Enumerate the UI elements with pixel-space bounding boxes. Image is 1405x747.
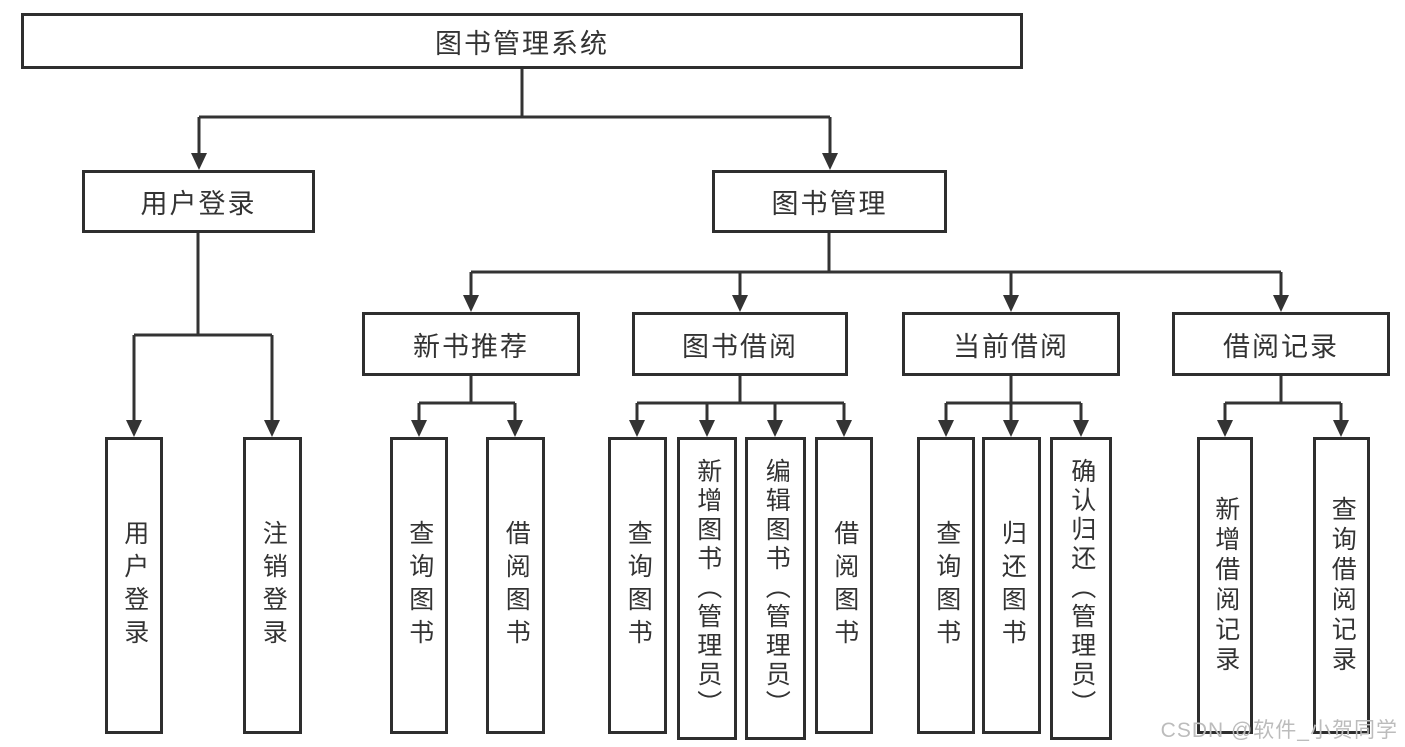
leaf-borrow-book-1: 借阅图书 [486, 437, 545, 734]
leaf-label: 编辑图书（管理员） [762, 458, 791, 719]
csdn-watermark: CSDN @软件_小贺同学 [1160, 719, 1398, 742]
leaf-add-book-admin: 新增图书（管理员） [677, 437, 737, 740]
node-book-borrow: 图书借阅 [632, 312, 848, 376]
leaf-confirm-return-admin: 确认归还（管理员） [1050, 437, 1112, 740]
leaf-add-borrow-record: 新增借阅记录 [1197, 437, 1253, 734]
leaf-label: 新增图书（管理员） [693, 458, 722, 719]
node-root: 图书管理系统 [21, 13, 1023, 69]
leaf-query-book-2: 查询图书 [608, 437, 667, 734]
leaf-query-borrow-record: 查询借阅记录 [1313, 437, 1370, 734]
leaf-edit-book-admin: 编辑图书（管理员） [745, 437, 806, 740]
leaf-return-book: 归还图书 [982, 437, 1041, 734]
leaf-label: 借阅图书 [830, 519, 859, 652]
node-borrow-records: 借阅记录 [1172, 312, 1390, 376]
leaf-label: 借阅图书 [502, 519, 531, 652]
leaf-label: 用户登录 [120, 519, 149, 652]
leaf-query-book-3: 查询图书 [917, 437, 975, 734]
leaf-label: 查询图书 [405, 519, 434, 652]
leaf-logout: 注销登录 [243, 437, 302, 734]
node-current-borrow: 当前借阅 [902, 312, 1120, 376]
leaf-label: 查询图书 [932, 519, 961, 652]
leaf-user-login: 用户登录 [105, 437, 163, 734]
leaf-label: 归还图书 [998, 519, 1027, 652]
leaf-label: 注销登录 [259, 519, 288, 652]
leaf-label: 查询图书 [624, 519, 653, 652]
node-new-book-recommend: 新书推荐 [362, 312, 580, 376]
leaf-label: 新增借阅记录 [1211, 495, 1240, 676]
node-user-login: 用户登录 [82, 170, 315, 233]
leaf-label: 确认归还（管理员） [1067, 458, 1096, 719]
leaf-query-book-1: 查询图书 [390, 437, 448, 734]
node-book-management: 图书管理 [712, 170, 947, 233]
leaf-borrow-book-2: 借阅图书 [815, 437, 873, 734]
leaf-label: 查询借阅记录 [1328, 495, 1357, 676]
